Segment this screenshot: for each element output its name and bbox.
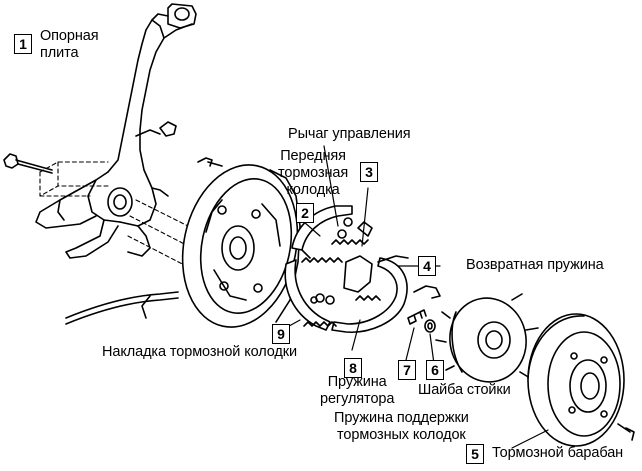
label-control-lever: Рычаг управления [288, 126, 411, 142]
label-strut-washer: Шайба стойки [418, 382, 511, 398]
brake-cable-drawing [65, 291, 179, 325]
part-number-6: 6 [426, 360, 444, 380]
part-number-4: 4 [418, 256, 436, 276]
label-brake-drum: Тормозной барабан [492, 445, 624, 461]
part-number-5: 5 [466, 444, 484, 464]
part-number-2: 2 [296, 203, 314, 223]
steering-knuckle-drawing [35, 3, 197, 259]
label-shoe-lining: Накладка тормозной колодки [102, 344, 298, 360]
return-spring-drawing [377, 255, 441, 299]
control-lever-drawing [310, 217, 373, 305]
springs-drawing [301, 239, 381, 327]
part-number-7: 7 [398, 360, 416, 380]
front-shoe-drawing [291, 205, 353, 259]
part-number-9: 9 [272, 324, 290, 344]
brake-drum-drawing [527, 313, 635, 447]
wheel-hub-drawing [435, 293, 539, 383]
part-number-1: 1 [14, 34, 32, 54]
label-support-plate: Опорная плита [40, 28, 99, 61]
label-adjuster-spring: Пружина регулятора [320, 374, 395, 407]
part-number-3: 3 [360, 162, 378, 182]
backing-plate-drawing [181, 164, 301, 328]
bolt-drawing [3, 153, 53, 174]
part-number-8: 8 [344, 358, 362, 378]
retainer-spring-drawing [407, 309, 436, 333]
label-return-spring: Возвратная пружина [466, 257, 604, 273]
label-shoe-hold-spring: Пружина поддержки тормозных колодок [334, 410, 469, 443]
small-bolt-drawing [159, 121, 223, 167]
label-front-shoe: Передняя тормозная колодка [278, 148, 349, 198]
